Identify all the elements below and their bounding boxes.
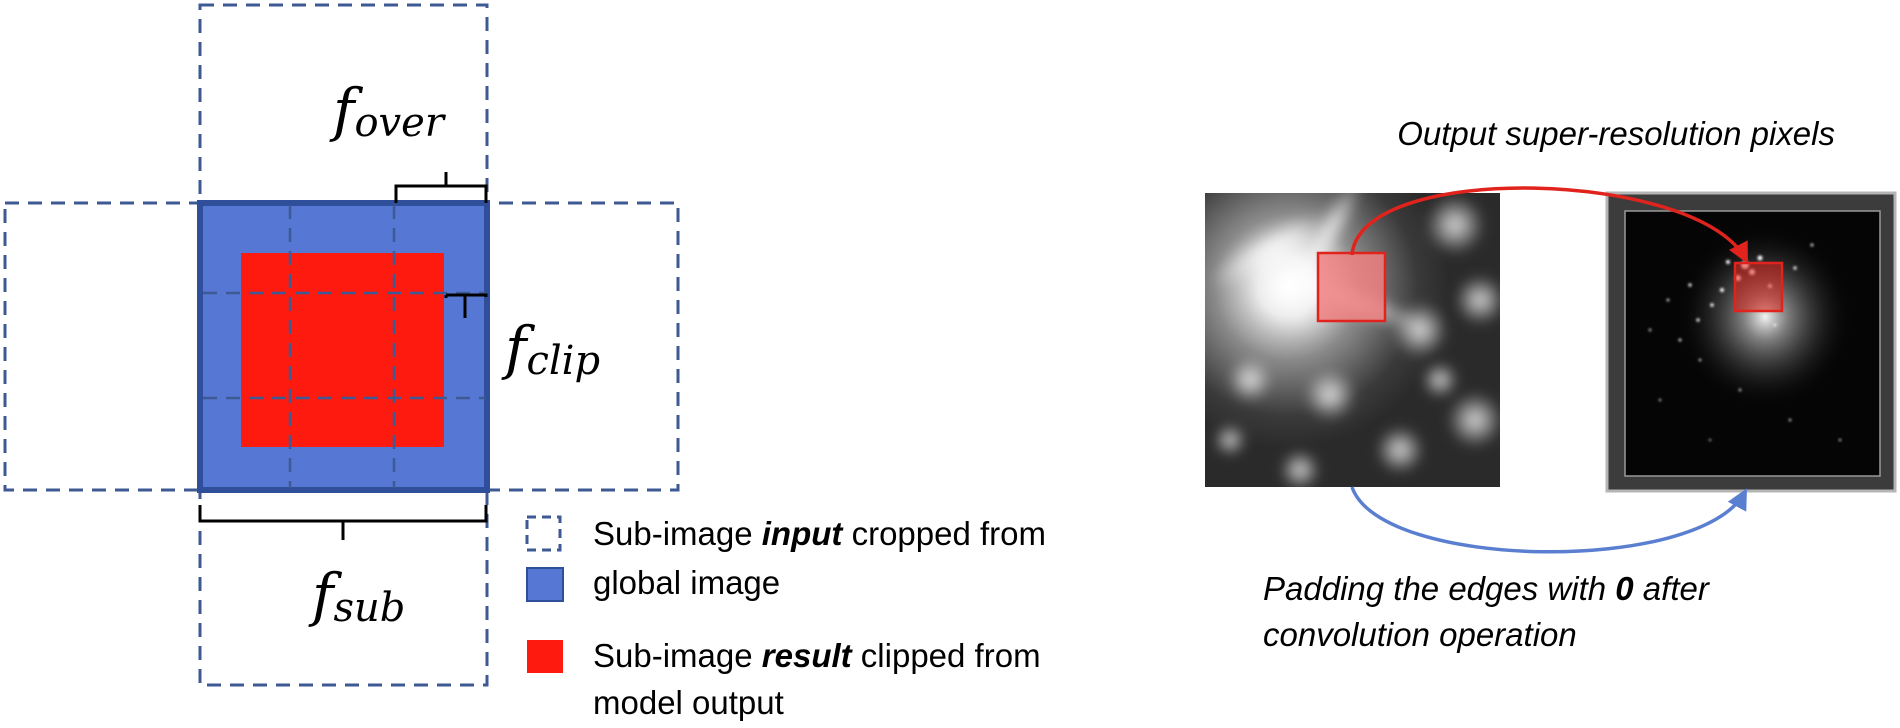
legend-result-line1: Sub-image result clipped from [593, 637, 1041, 674]
overlap-grid-lines [203, 205, 485, 488]
legend-red-swatch [527, 640, 563, 673]
red-mapping-arrow [1350, 186, 1748, 264]
f-over-label: fover [329, 76, 447, 146]
legend-dashed-swatch [525, 515, 562, 552]
f-clip-label: fclip [501, 314, 600, 384]
highres-output-image [1624, 210, 1881, 477]
legend-input-line1: Sub-image input cropped from [593, 515, 1046, 552]
tiling-scheme: fover fclip fsub [3, 3, 680, 687]
legend-input-line2: global image [593, 564, 780, 601]
lowres-input-image [1205, 193, 1500, 487]
f-sub-label: fsub [308, 561, 405, 631]
bottom-caption-line2: convolution operation [1263, 616, 1577, 653]
lowres-highlight-box [1316, 251, 1387, 323]
subimage-result-square [241, 253, 444, 447]
highres-highlight-box [1733, 261, 1784, 313]
brace-over [394, 172, 488, 203]
padding-illustration: Output super-resolution pixels [1205, 115, 1897, 653]
legend-blue-swatch [526, 567, 564, 602]
legend-result-line2: model output [593, 684, 784, 721]
top-caption: Output super-resolution pixels [1397, 115, 1835, 152]
brace-sub [198, 505, 488, 540]
brace-clip [444, 293, 488, 318]
blue-padding-arrow [1350, 486, 1748, 554]
bottom-caption-line1: Padding the edges with 0 after [1263, 570, 1711, 607]
legend: Sub-image input cropped from global imag… [525, 515, 1046, 721]
